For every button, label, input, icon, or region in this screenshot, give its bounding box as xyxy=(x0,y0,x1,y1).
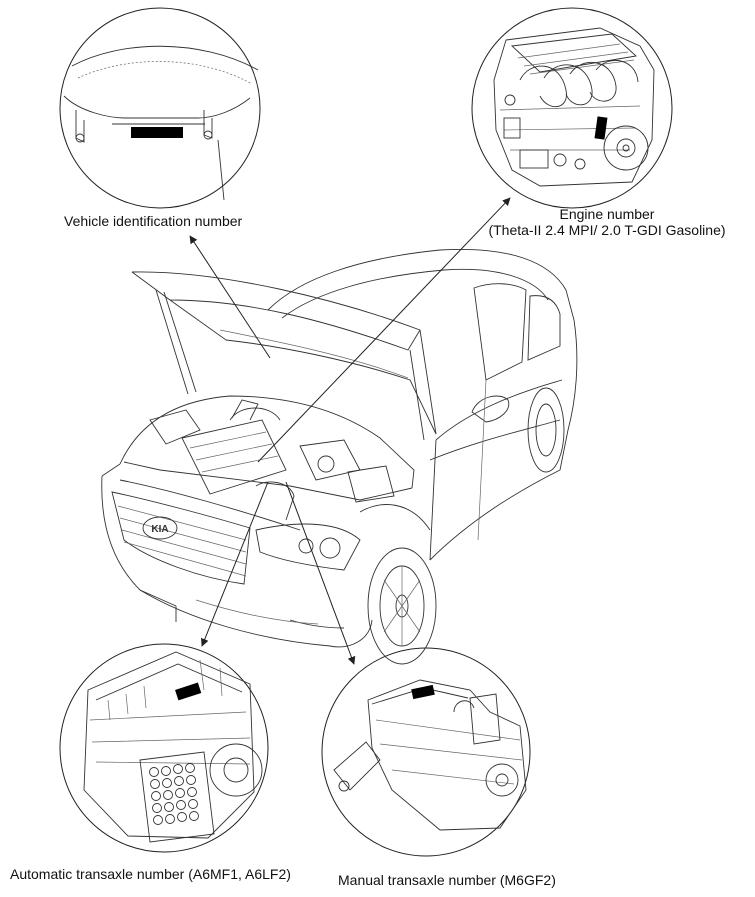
manual-transaxle-label: Manual transaxle number (M6GF2) xyxy=(338,872,556,888)
engine-label-title: Engine number xyxy=(559,206,655,222)
engine-detail-circle xyxy=(471,7,673,209)
automatic-transaxle-marker xyxy=(175,682,202,701)
manual-transaxle-circle xyxy=(321,647,531,857)
vin-plate-marker xyxy=(131,127,183,138)
callout-arrows xyxy=(189,197,511,665)
valve-body-grid xyxy=(139,751,215,843)
vehicle-illustration: KIA xyxy=(101,248,578,665)
manual-transaxle-arrow xyxy=(285,481,356,665)
automatic-transaxle-arrow xyxy=(200,481,269,647)
engine-number-marker xyxy=(594,116,608,140)
vin-detail-circle xyxy=(59,7,261,209)
manual-transaxle-marker xyxy=(411,684,435,700)
automatic-transaxle-circle xyxy=(59,643,269,853)
engine-label-subtitle: (Theta-II 2.4 MPI/ 2.0 T-GDI Gasoline) xyxy=(488,222,726,238)
vin-arrow xyxy=(189,235,271,359)
emblem-text: KIA xyxy=(151,524,168,535)
engine-arrow xyxy=(257,197,511,463)
engine-label: Engine number (Theta-II 2.4 MPI/ 2.0 T-G… xyxy=(462,206,752,238)
vin-label: Vehicle identification number xyxy=(64,213,243,229)
automatic-transaxle-label: Automatic transaxle number (A6MF1, A6LF2… xyxy=(10,866,291,882)
